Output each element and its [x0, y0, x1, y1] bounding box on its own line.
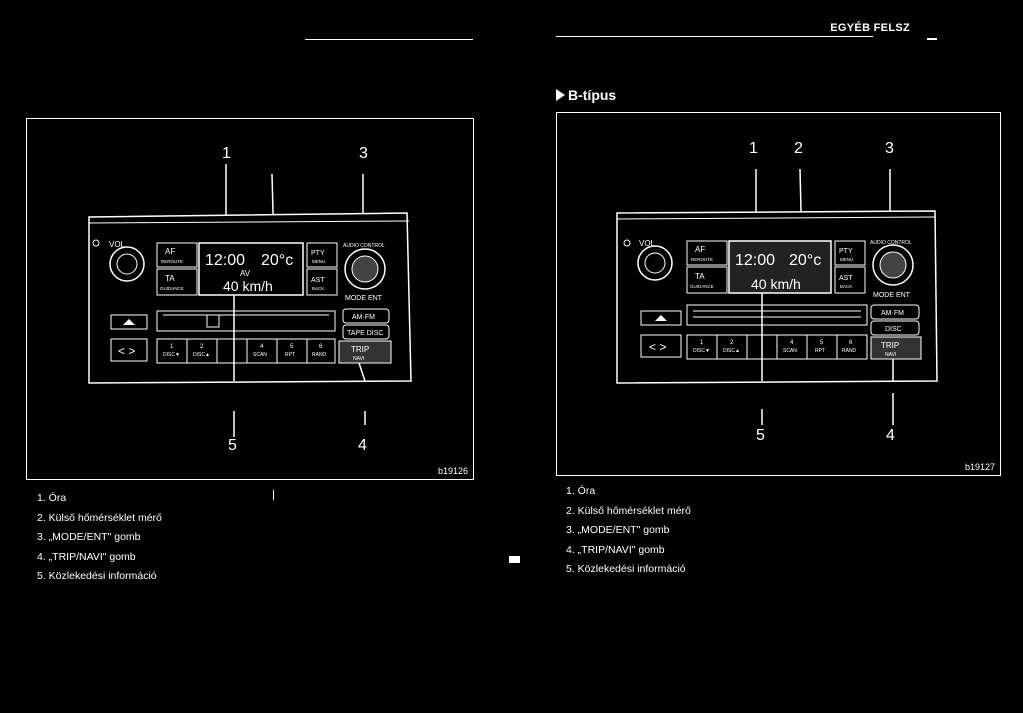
ta-button-label: TA — [695, 272, 705, 281]
btn5-num: 5 — [820, 340, 824, 346]
display-speed: 40 km/h — [751, 276, 801, 292]
list-item: 3. „MODE/ENT" gomb — [566, 524, 670, 536]
callout-3: 3 — [359, 145, 368, 162]
btn1-num: 1 — [170, 344, 174, 350]
figure-panel-right: VOL AF REROUTE TA GUIDANCE 12:00 20°c 40… — [556, 112, 1001, 476]
amfm-label: AM·FM — [881, 310, 904, 317]
disc-label: DISC — [885, 326, 902, 333]
ast-label: AST — [839, 275, 853, 282]
btn1-num: 1 — [700, 340, 704, 346]
figure-panel-left: VOL AF REROUTE TA GUIDANCE 12:00 20°c AV… — [26, 118, 474, 480]
list-item: 5. Közlekedési információ — [566, 563, 686, 575]
btn5-num: 5 — [290, 344, 294, 350]
btn6-sub: RAND — [842, 348, 857, 354]
btn6-num: 6 — [849, 340, 853, 346]
list-item: 2. Külső hőmérséklet mérő — [566, 504, 691, 517]
radio-diagram-left: VOL AF REROUTE TA GUIDANCE 12:00 20°c AV… — [88, 164, 412, 437]
display-speed: 40 km/h — [223, 278, 273, 294]
af-button-label: AF — [165, 247, 175, 256]
back-label: BACK — [312, 286, 324, 291]
callout-2: 2 — [794, 140, 803, 157]
legend-list-right: 1. Óra 2. Külső hőmérséklet mérő 3. „MOD… — [566, 482, 691, 580]
guidance-label: GUIDANCE — [690, 284, 714, 289]
callout-4: 4 — [886, 427, 895, 444]
btn1-sub: DISC▼ — [693, 348, 710, 354]
vol-label: VOL — [639, 239, 656, 248]
figure-code: b19126 — [437, 466, 468, 476]
tape-disc-label: TAPE DISC — [347, 330, 383, 337]
callout-4: 4 — [358, 437, 367, 454]
reroute-label: REROUTE — [691, 257, 713, 262]
btn5-sub: RPT — [815, 348, 825, 354]
display-time: 12:00 — [205, 252, 245, 269]
header-rule-dash — [927, 38, 937, 40]
divider-tick — [273, 490, 274, 500]
navi-label: NAVI — [353, 356, 364, 362]
audio-control-label: AUDIO CONTROL — [343, 243, 385, 249]
callout-5: 5 — [228, 437, 237, 454]
ast-label: AST — [311, 277, 325, 284]
header-rule-left — [305, 39, 473, 40]
btn4-sub: SCAN — [253, 352, 267, 358]
list-item: 5. Közlekedési információ — [37, 570, 157, 582]
btn2-num: 2 — [730, 340, 734, 346]
radio-diagram-right: VOL AF REROUTE TA GUIDANCE 12:00 20°c 40… — [616, 168, 938, 425]
btn6-sub: RAND — [312, 352, 327, 358]
display-temp: 20°c — [789, 252, 821, 269]
btn4-num: 4 — [260, 344, 264, 350]
menu-label: MENU — [840, 257, 853, 262]
callout-1: 1 — [749, 140, 758, 157]
menu-label: MENU — [312, 259, 325, 264]
list-item: 1. Óra — [566, 485, 596, 497]
back-label: BACK — [840, 284, 852, 289]
list-item: 3. „MODE/ENT" gomb — [37, 531, 141, 543]
margin-mark — [509, 556, 520, 563]
btn4-sub: SCAN — [783, 348, 797, 354]
figure-code: b19127 — [964, 462, 995, 472]
btn6-num: 6 — [319, 344, 323, 350]
list-item: 2. Külső hőmérséklet mérő — [37, 511, 162, 524]
btn1-sub: DISC▼ — [163, 352, 180, 358]
legend-list-left: 1. Óra 2. Külső hőmérséklet mérő 3. „MOD… — [37, 489, 162, 587]
triangle-marker-icon — [556, 89, 565, 101]
btn2-num: 2 — [200, 344, 204, 350]
callout-3: 3 — [885, 140, 894, 157]
pty-label: PTY — [311, 250, 325, 257]
callout-1: 1 — [222, 145, 231, 162]
ta-button-label: TA — [165, 274, 175, 283]
mode-ent-label: MODE ENT — [873, 292, 911, 299]
af-button-label: AF — [695, 245, 705, 254]
btn2-sub: DISC▲ — [723, 348, 740, 354]
header-title: EGYÉB FELSZ — [830, 22, 910, 34]
trip-label: TRIP — [351, 345, 369, 354]
guidance-label: GUIDANCE — [160, 286, 184, 291]
vol-label: VOL — [109, 240, 126, 249]
btn4-num: 4 — [790, 340, 794, 346]
list-item: 4. „TRIP/NAVI" gomb — [37, 550, 136, 563]
amfm-label: AM·FM — [352, 314, 375, 321]
section-title: B-típus — [556, 87, 616, 103]
mode-ent-label: MODE ENT — [345, 295, 383, 302]
list-item: 1. Óra — [37, 492, 67, 504]
list-item: 4. „TRIP/NAVI" gomb — [566, 543, 665, 556]
header-rule-right — [556, 36, 873, 37]
display-time: 12:00 — [735, 252, 775, 269]
callout-5: 5 — [756, 427, 765, 444]
navi-label: NAVI — [885, 352, 896, 358]
btn2-sub: DISC▲ — [193, 352, 210, 358]
seek-arrows-icon: < > — [118, 344, 135, 358]
display-temp: 20°c — [261, 252, 293, 269]
pty-label: PTY — [839, 248, 853, 255]
trip-label: TRIP — [881, 341, 899, 350]
display-av: AV — [240, 269, 251, 278]
reroute-label: REROUTE — [161, 259, 183, 264]
btn5-sub: RPT — [285, 352, 295, 358]
audio-control-label: AUDIO CONTROL — [870, 240, 912, 246]
seek-arrows-icon: < > — [649, 340, 666, 354]
